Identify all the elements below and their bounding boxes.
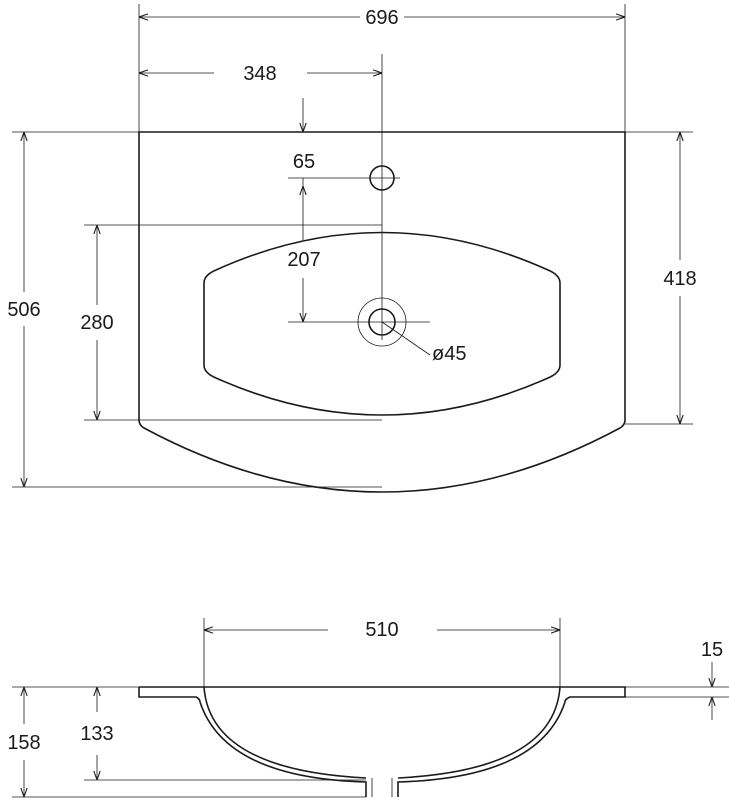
- dim-348-label: 348: [243, 63, 276, 85]
- side-view: 510 15 133 158: [7, 618, 729, 798]
- dim-418-label: 418: [663, 268, 696, 290]
- dim-133-label: 133: [80, 723, 113, 745]
- bowl-section-inner: [203, 686, 561, 779]
- drain-neck: [371, 778, 393, 797]
- dim-45-leader: [381, 321, 431, 356]
- dim-280-label: 280: [80, 312, 113, 334]
- bowl-outline: [203, 231, 561, 416]
- dim-506-label: 506: [7, 299, 40, 321]
- top-view: 696 348 65 207 280 506 418 ø45: [7, 4, 697, 493]
- dim-158-label: 158: [7, 732, 40, 754]
- rim-section: [138, 686, 626, 703]
- dim-510-label: 510: [365, 619, 398, 641]
- bowl-section-outer: [199, 701, 566, 797]
- dim-15-label: 15: [701, 639, 723, 661]
- dim-207-label: 207: [287, 249, 320, 271]
- dim-45-label: ø45: [432, 343, 466, 365]
- basin-outline-top: [138, 131, 626, 493]
- dim-696-label: 696: [365, 7, 398, 29]
- dim-65-label: 65: [293, 151, 315, 173]
